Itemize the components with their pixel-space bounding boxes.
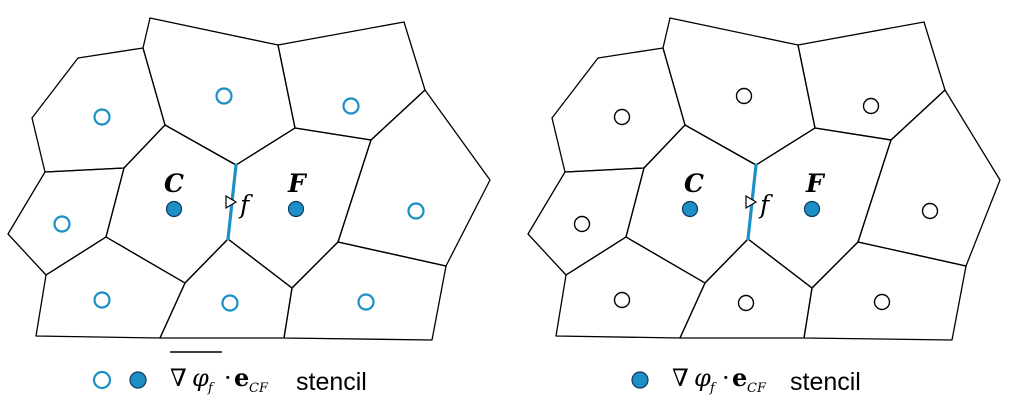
centroid-open xyxy=(862,97,880,115)
face-point-marker xyxy=(745,194,758,210)
centroids xyxy=(53,87,425,312)
caption-sub-f: f xyxy=(207,381,215,396)
centroid-open xyxy=(613,291,631,309)
legend-filled-circle xyxy=(129,371,147,389)
label-C: C xyxy=(164,169,184,198)
centroid-open xyxy=(357,293,375,311)
mesh-edges xyxy=(527,17,1001,341)
centroid-open xyxy=(53,215,71,233)
centroid-open xyxy=(407,202,425,220)
right-mesh-panel: C F f ∇ φ f · e CF stencil xyxy=(527,17,1001,396)
centroid-open xyxy=(573,215,591,233)
cell-mid-right xyxy=(337,89,491,267)
centroid-open xyxy=(735,87,753,105)
face-point-marker xyxy=(225,194,238,210)
stencil-caption: ∇ φ f · e CF stencil xyxy=(631,363,861,396)
caption-e: e xyxy=(234,363,249,392)
caption-sub-f: f xyxy=(709,381,717,396)
centroid-open xyxy=(93,291,111,309)
centroid-C xyxy=(165,200,183,218)
centroid-F xyxy=(287,200,305,218)
centroid-open xyxy=(737,294,755,312)
label-F: F xyxy=(805,169,826,198)
caption-dot: · xyxy=(722,364,730,392)
centroids xyxy=(573,87,939,312)
caption-sub-cf: CF xyxy=(747,381,767,396)
cell-bottom-middle xyxy=(679,238,813,339)
centroid-C xyxy=(681,200,699,218)
centroid-F xyxy=(803,200,821,218)
legend-open-circle xyxy=(92,370,112,390)
caption-dot: · xyxy=(224,364,232,392)
mesh-edges xyxy=(7,17,491,341)
cell-bottom-left xyxy=(35,236,186,339)
centroid-open xyxy=(93,108,111,126)
caption-word: stencil xyxy=(296,368,367,396)
caption-word: stencil xyxy=(790,368,861,396)
cell-bottom-middle xyxy=(159,238,293,339)
caption-sub-cf: CF xyxy=(249,381,269,396)
label-f: f xyxy=(238,190,253,219)
centroid-open xyxy=(873,293,891,311)
caption-nabla: ∇ xyxy=(672,364,689,392)
caption-phi: φ xyxy=(694,364,711,392)
stencil-caption: ∇ φ f · e CF stencil xyxy=(92,351,367,396)
centroid-open xyxy=(613,108,631,126)
legend-filled-circle xyxy=(631,371,649,389)
cell-mid-right xyxy=(857,89,1001,267)
cell-top-right xyxy=(797,21,946,141)
cell-bottom-right xyxy=(803,241,967,341)
centroid-open xyxy=(921,202,939,220)
cell-top-right xyxy=(277,21,426,141)
left-mesh-panel: C F f ∇ φ f · e CF stencil xyxy=(7,17,491,396)
caption-e: e xyxy=(732,363,747,392)
centroid-open xyxy=(221,294,239,312)
caption-phi: φ xyxy=(192,364,209,392)
centroid-open xyxy=(215,87,233,105)
caption-nabla: ∇ xyxy=(170,364,187,392)
label-f: f xyxy=(758,190,773,219)
centroid-open xyxy=(342,97,360,115)
label-F: F xyxy=(287,169,308,198)
cell-bottom-right xyxy=(283,241,447,341)
cell-bottom-left xyxy=(555,236,706,339)
label-C: C xyxy=(684,169,704,198)
